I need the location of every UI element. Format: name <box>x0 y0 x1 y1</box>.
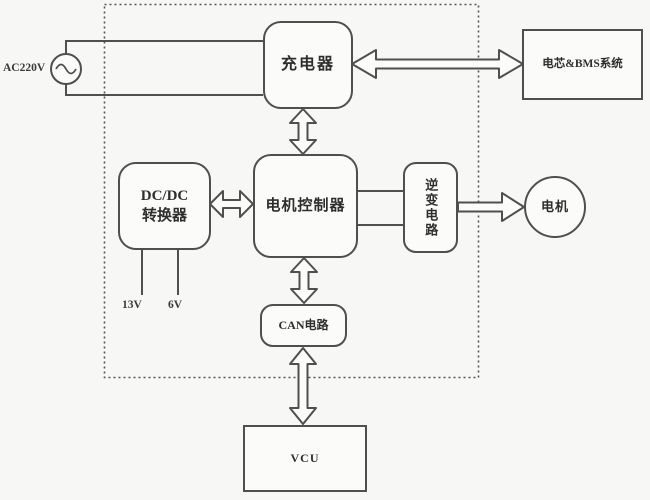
arrow-charger-controller <box>289 108 317 155</box>
node-can-circuit: CAN电路 <box>260 304 347 347</box>
rail-13v-label: 13V <box>122 299 142 311</box>
arrow-inverter-motor <box>457 192 525 222</box>
node-motor-controller: 电机控制器 <box>253 154 358 258</box>
rail-6v-label: 6V <box>168 299 183 311</box>
can-circuit-label: CAN电路 <box>278 318 329 333</box>
dcdc-label-line2: 转换器 <box>141 208 187 224</box>
charger-label: 充电器 <box>280 56 335 74</box>
arrow-dcdc-controller <box>209 190 254 218</box>
ac-wire-bottom <box>65 84 263 96</box>
arrow-can-vcu <box>289 347 317 425</box>
ac-wire-top <box>65 40 263 54</box>
ac-source-label: AC220V <box>3 62 46 74</box>
node-vcu: VCU <box>243 425 367 492</box>
motor-controller-label: 电机控制器 <box>265 197 346 214</box>
dcdc-label-line1: DC/DC <box>140 187 189 204</box>
bms-label: 电芯&BMS系统 <box>542 57 623 70</box>
node-dcdc-converter: DC/DC 转换器 <box>118 162 211 250</box>
arrow-controller-can <box>290 257 318 304</box>
vcu-label: VCU <box>290 451 320 466</box>
dashed-boundary-box <box>103 3 480 379</box>
inverter-label: 逆变电路 <box>423 177 439 238</box>
node-battery-bms: 电芯&BMS系统 <box>522 29 643 100</box>
node-charger: 充电器 <box>263 21 353 109</box>
arrow-charger-bms <box>351 49 524 79</box>
node-inverter-circuit: 逆变电路 <box>403 162 458 253</box>
node-motor: 电机 <box>524 176 586 238</box>
motor-label: 电机 <box>540 199 569 215</box>
sine-wave-icon <box>55 63 77 75</box>
